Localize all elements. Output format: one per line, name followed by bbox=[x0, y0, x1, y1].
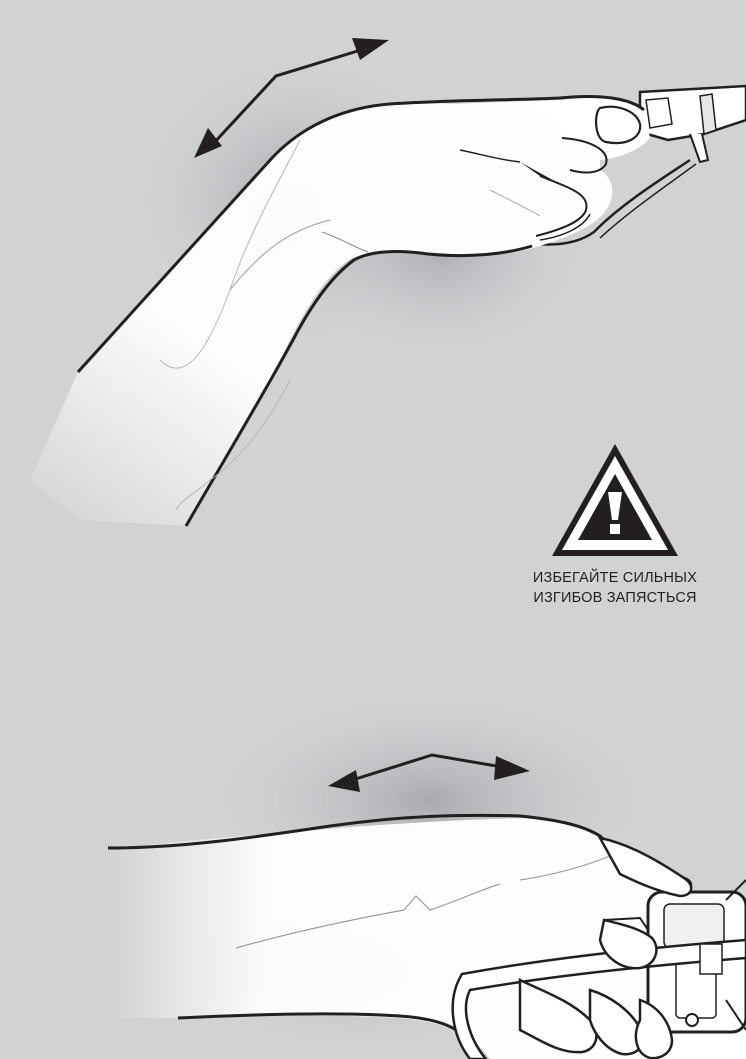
warning-line-2: ИЗГИБОВ ЗАПЯСТЬСЯ bbox=[500, 588, 730, 608]
warning-block: ИЗБЕГАЙТЕ СИЛЬНЫХ ИЗГИБОВ ЗАПЯСТЬСЯ bbox=[500, 440, 730, 608]
warning-text: ИЗБЕГАЙТЕ СИЛЬНЫХ ИЗГИБОВ ЗАПЯСТЬСЯ bbox=[500, 568, 730, 608]
straight-wrist-illustration bbox=[108, 690, 746, 1059]
warning-triangle-icon bbox=[548, 440, 682, 560]
warning-line-1: ИЗБЕГАЙТЕ СИЛЬНЫХ bbox=[500, 568, 730, 588]
